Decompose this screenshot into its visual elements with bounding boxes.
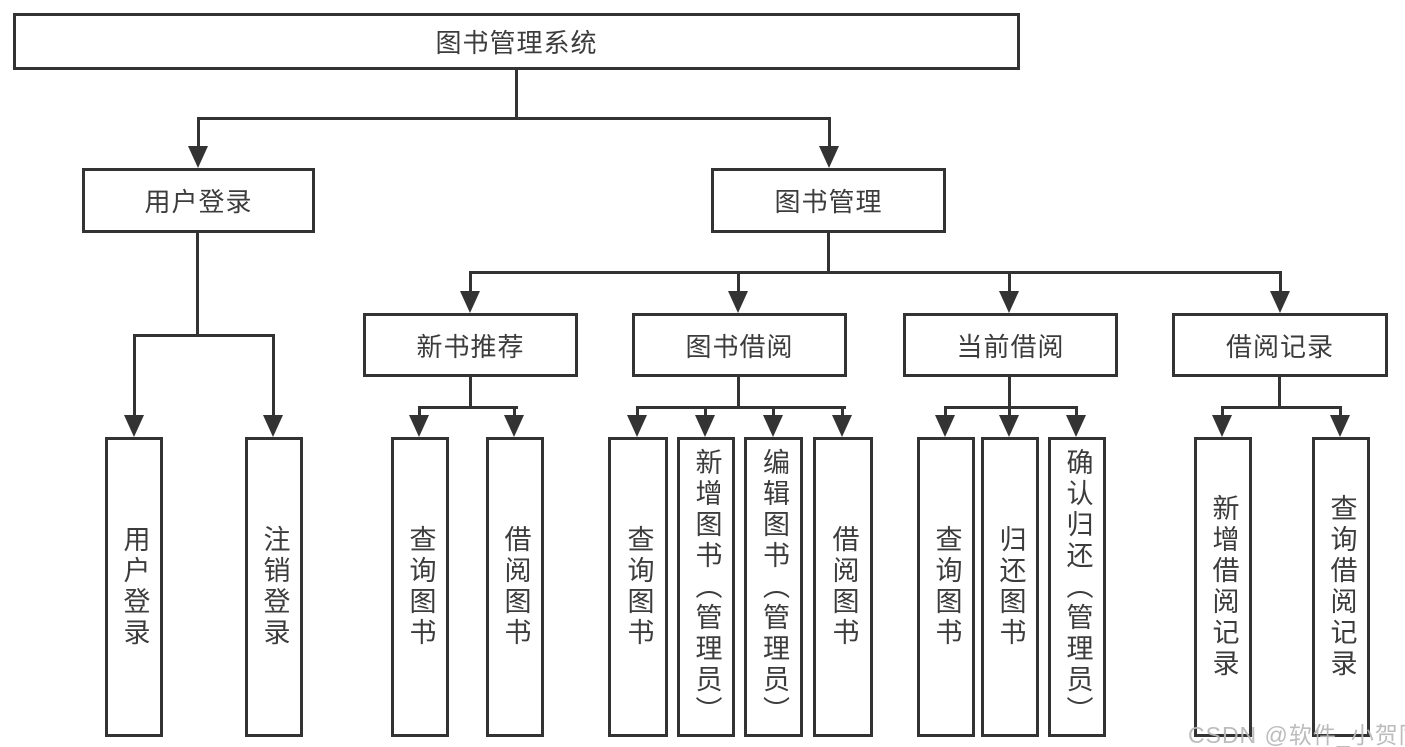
arrowhead-edit-book	[763, 415, 783, 437]
node-label: 查询图书	[931, 525, 962, 649]
edge-currentborrow-bus	[944, 406, 1078, 409]
node-label: 当前借阅	[956, 331, 1065, 362]
node-leaf-user-login: 用户登录	[105, 437, 163, 737]
arrowhead-user-login	[188, 146, 208, 168]
node-label: 用户登录	[119, 525, 150, 649]
node-new-book-recommendation: 新书推荐	[363, 313, 578, 377]
node-label: 查询图书	[623, 525, 654, 649]
edge-stem-leaf-logout	[272, 334, 275, 417]
edge-stem-add-record	[1221, 406, 1224, 417]
node-leaf-borrow-book-1: 借阅图书	[486, 437, 544, 737]
node-label: 查询借阅记录	[1326, 494, 1357, 680]
edge-stem-query-book-1	[418, 406, 421, 417]
node-label: 图书管理	[774, 187, 883, 217]
node-borrowing-records: 借阅记录	[1172, 313, 1388, 377]
edge-bookborrow-bus	[636, 406, 846, 409]
arrowhead-return-book	[999, 415, 1019, 437]
edge-newbookrec-stub	[469, 376, 472, 409]
node-leaf-borrow-book-2: 借阅图书	[813, 437, 873, 737]
node-library-management-system: 图书管理系统	[13, 13, 1020, 70]
edge-bookmgmt-stub	[827, 232, 830, 274]
node-label: 归还图书	[995, 525, 1026, 649]
node-label: 借阅记录	[1225, 331, 1334, 362]
node-label: 借阅图书	[828, 525, 859, 649]
arrowhead-query-record	[1330, 415, 1350, 437]
edge-stem-query-book-3	[944, 406, 947, 417]
edge-stem-current-borrow	[1008, 271, 1011, 293]
edge-stem-leaf-user-login	[133, 334, 136, 417]
node-leaf-return-book: 归还图书	[981, 437, 1039, 737]
node-label: 借阅图书	[500, 525, 531, 649]
edge-stem-borrow-records	[1279, 271, 1282, 293]
edge-stem-query-book-2	[636, 406, 639, 417]
edge-stem-user-login	[197, 117, 200, 147]
arrowhead-new-book-rec	[460, 291, 480, 313]
arrowhead-query-book-1	[409, 415, 429, 437]
edge-stem-query-record	[1339, 406, 1342, 417]
arrowhead-current-borrow	[999, 291, 1019, 313]
node-label: 图书管理系统	[435, 28, 598, 58]
node-label: 注销登录	[259, 525, 290, 649]
node-current-borrowing: 当前借阅	[903, 313, 1118, 377]
node-label: 确认归还（管理员）	[1062, 447, 1093, 727]
edge-stem-confirm-return	[1075, 406, 1078, 417]
edge-root-stub	[515, 69, 518, 120]
node-label: 新增借阅记录	[1208, 494, 1239, 680]
arrowhead-borrow-book-1	[504, 415, 524, 437]
node-user-login: 用户登录	[82, 168, 315, 233]
arrowhead-confirm-return	[1066, 415, 1086, 437]
node-leaf-confirm-return: 确认归还（管理员）	[1048, 437, 1106, 737]
node-leaf-add-record: 新增借阅记录	[1194, 437, 1252, 737]
edge-stem-book-mgmt	[828, 117, 831, 147]
edge-stem-borrow-book-1	[513, 406, 516, 417]
edge-currentborrow-stub	[1008, 376, 1011, 409]
edge-stem-book-borrow	[737, 271, 740, 293]
arrowhead-query-book-3	[935, 415, 955, 437]
arrowhead-borrow-records	[1270, 291, 1290, 313]
node-leaf-edit-book: 编辑图书（管理员）	[744, 437, 803, 737]
edge-root-bus	[197, 117, 831, 120]
node-leaf-logout: 注销登录	[245, 437, 303, 737]
edge-stem-return-book	[1008, 406, 1011, 417]
node-leaf-query-book-2: 查询图书	[608, 437, 668, 737]
edge-bookborrow-stub	[737, 376, 740, 409]
edge-stem-borrow-book-2	[841, 406, 844, 417]
edge-borrowrecords-bus	[1221, 406, 1342, 409]
arrowhead-add-record	[1212, 415, 1232, 437]
node-leaf-query-record: 查询借阅记录	[1312, 437, 1370, 737]
node-leaf-query-book-1: 查询图书	[391, 437, 449, 737]
arrowhead-book-borrow	[728, 291, 748, 313]
edge-bookmgmt-bus	[469, 271, 1282, 274]
node-label: 用户登录	[144, 187, 253, 217]
arrowhead-query-book-2	[627, 415, 647, 437]
edge-stem-add-book	[704, 406, 707, 417]
node-label: 编辑图书（管理员）	[759, 447, 789, 727]
arrowhead-borrow-book-2	[832, 415, 852, 437]
node-label: 查询图书	[405, 525, 436, 649]
csdn-watermark: CSDN @软件_小贺同学	[1188, 722, 1405, 747]
arrowhead-leaf-user-login	[124, 415, 144, 437]
arrowhead-book-mgmt	[819, 146, 839, 168]
edge-stem-new-book-rec	[469, 271, 472, 293]
edge-userlogin-bus	[133, 334, 275, 337]
edge-borrowrecords-stub	[1278, 376, 1281, 409]
node-book-management: 图书管理	[711, 168, 946, 233]
arrowhead-leaf-logout	[263, 415, 283, 437]
node-label: 新书推荐	[416, 331, 525, 362]
node-book-borrowing: 图书借阅	[632, 313, 847, 377]
edge-userlogin-stub	[196, 232, 199, 337]
node-label: 图书借阅	[685, 331, 794, 362]
edge-stem-edit-book	[772, 406, 775, 417]
arrowhead-add-book	[695, 415, 715, 437]
node-label: 新增图书（管理员）	[691, 447, 722, 727]
node-leaf-add-book: 新增图书（管理员）	[677, 437, 735, 737]
node-leaf-query-book-3: 查询图书	[917, 437, 975, 737]
edge-newbookrec-bus	[418, 406, 518, 409]
